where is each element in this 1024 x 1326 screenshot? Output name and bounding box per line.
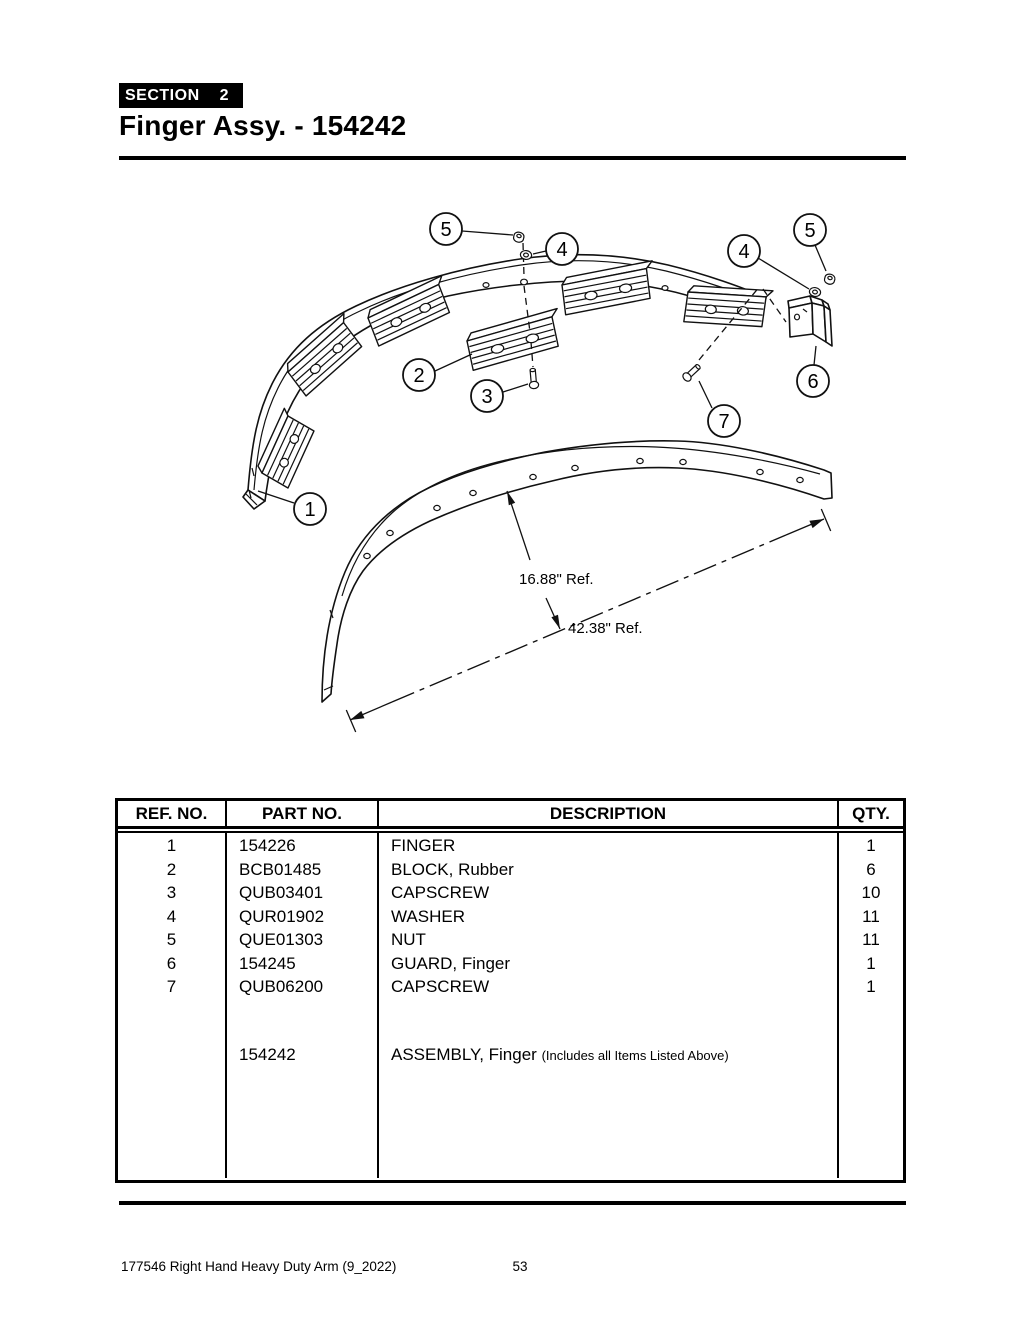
footer-rule xyxy=(119,1201,906,1205)
column-description: FINGER BLOCK, Rubber CAPSCREW WASHER NUT… xyxy=(379,833,839,1178)
table-cell: 1 xyxy=(866,953,876,973)
dimension-chord-label: 42.38" Ref. xyxy=(568,620,643,637)
callout-1: 1 xyxy=(293,492,327,526)
table-cell: 2 xyxy=(166,859,177,879)
svg-text:7: 7 xyxy=(718,411,729,433)
column-ref-no: 1 2 3 4 5 6 7 xyxy=(118,833,227,1178)
table-cell: QUR01902 xyxy=(239,906,325,926)
footer-page-number: 53 xyxy=(512,1259,528,1274)
table-cell: 6 xyxy=(866,859,876,879)
section-label: SECTION xyxy=(125,86,200,104)
callout-7: 7 xyxy=(707,404,741,438)
table-cell: 7 xyxy=(166,977,177,996)
table-cell: FINGER xyxy=(391,836,456,855)
table-cell: WASHER xyxy=(391,906,465,926)
svg-text:5: 5 xyxy=(804,220,815,242)
table-cell: GUARD, Finger xyxy=(391,953,511,973)
page-title: Finger Assy. - 154242 xyxy=(119,110,407,141)
assembly-part-no: 154242 xyxy=(239,1044,296,1064)
capscrew-icon xyxy=(680,361,703,384)
header-double-rule xyxy=(118,829,903,833)
header-part-no: PART NO. xyxy=(227,801,379,826)
dimension-chord: 42.38" Ref. xyxy=(345,508,832,733)
arm-end-face xyxy=(242,489,266,510)
svg-text:5: 5 xyxy=(440,219,451,241)
header-qty: QTY. xyxy=(852,803,890,823)
exploded-view-diagram: 42.38" Ref. 16.88" Ref. 1 2 3 xyxy=(242,212,837,733)
table-cell: 4 xyxy=(166,906,177,926)
table-cell: QUB06200 xyxy=(239,977,324,996)
assembly-description: ASSEMBLY, Finger (Includes all Items Lis… xyxy=(379,1043,837,1067)
svg-text:4: 4 xyxy=(738,241,749,263)
svg-text:6: 6 xyxy=(807,371,818,393)
svg-text:4: 4 xyxy=(556,239,567,261)
table-cell: NUT xyxy=(391,930,426,949)
callout-4-right: 4 xyxy=(727,234,761,268)
callout-5-left: 5 xyxy=(429,212,463,246)
table-cell: BLOCK, Rubber xyxy=(391,859,514,879)
table-cell: 6 xyxy=(166,953,177,973)
arm-hole xyxy=(661,285,669,292)
parts-table: REF. NO. PART NO. DESCRIPTION QTY. 1 2 3… xyxy=(115,798,906,1183)
callout-5-right: 5 xyxy=(793,213,827,247)
table-cell: 11 xyxy=(862,906,880,926)
section-tag: SECTION 2 xyxy=(119,83,243,108)
table-cell: 1 xyxy=(866,836,876,855)
svg-text:3: 3 xyxy=(481,386,492,408)
table-cell: 11 xyxy=(862,930,880,949)
assembly-description-main: ASSEMBLY, Finger xyxy=(391,1044,537,1064)
table-cell: 10 xyxy=(861,883,881,902)
finger-holes xyxy=(363,457,804,560)
rubber-block xyxy=(683,278,774,335)
finger-guard xyxy=(787,295,833,347)
table-cell: 154245 xyxy=(239,953,296,973)
parts-table-body: 1 2 3 4 5 6 7 154226 BCB01485 QUB03401 Q… xyxy=(118,833,903,1178)
dimension-arc-height: 16.88" Ref. xyxy=(506,490,594,630)
nut-icon xyxy=(822,272,837,286)
table-cell: CAPSCREW xyxy=(391,883,490,902)
table-cell: BCB01485 xyxy=(239,859,322,879)
column-qty: 1 6 10 11 11 1 1 xyxy=(839,833,903,1178)
table-cell: 1 xyxy=(166,836,177,855)
column-part-no: 154226 BCB01485 QUB03401 QUR01902 QUE013… xyxy=(227,833,379,1178)
title-rule xyxy=(119,156,906,160)
footer-document-id: 177546 Right Hand Heavy Duty Arm (9_2022… xyxy=(121,1259,397,1274)
callout-2: 2 xyxy=(402,358,436,392)
hardware-left-stack xyxy=(512,230,540,390)
finger-reference-view xyxy=(321,440,833,703)
section-number: 2 xyxy=(219,86,229,104)
capscrew-icon xyxy=(527,367,540,390)
hardware-right-stack xyxy=(680,272,837,384)
table-cell: 5 xyxy=(166,930,177,949)
parts-table-header: REF. NO. PART NO. DESCRIPTION QTY. xyxy=(118,801,903,829)
rubber-block-exploded xyxy=(463,307,567,372)
nut-icon xyxy=(512,230,526,244)
table-cell: QUB03401 xyxy=(239,883,324,902)
callout-6: 6 xyxy=(796,364,830,398)
arm-hole xyxy=(482,282,490,289)
table-cell: CAPSCREW xyxy=(391,977,490,996)
table-cell: 1 xyxy=(866,977,876,996)
header-description: DESCRIPTION xyxy=(379,801,839,826)
svg-text:2: 2 xyxy=(413,365,424,387)
table-cell: 154226 xyxy=(239,836,296,855)
assembly-description-note: (Includes all Items Listed Above) xyxy=(541,1047,729,1063)
arm-hole xyxy=(519,278,528,286)
table-cell: 3 xyxy=(166,883,177,902)
svg-text:1: 1 xyxy=(304,499,315,521)
dimension-arc-label: 16.88" Ref. xyxy=(519,571,594,588)
header-ref-no: REF. NO. xyxy=(118,801,227,826)
callout-3: 3 xyxy=(470,379,504,413)
table-cell: QUE01303 xyxy=(239,930,324,949)
callout-4-left: 4 xyxy=(545,232,579,266)
